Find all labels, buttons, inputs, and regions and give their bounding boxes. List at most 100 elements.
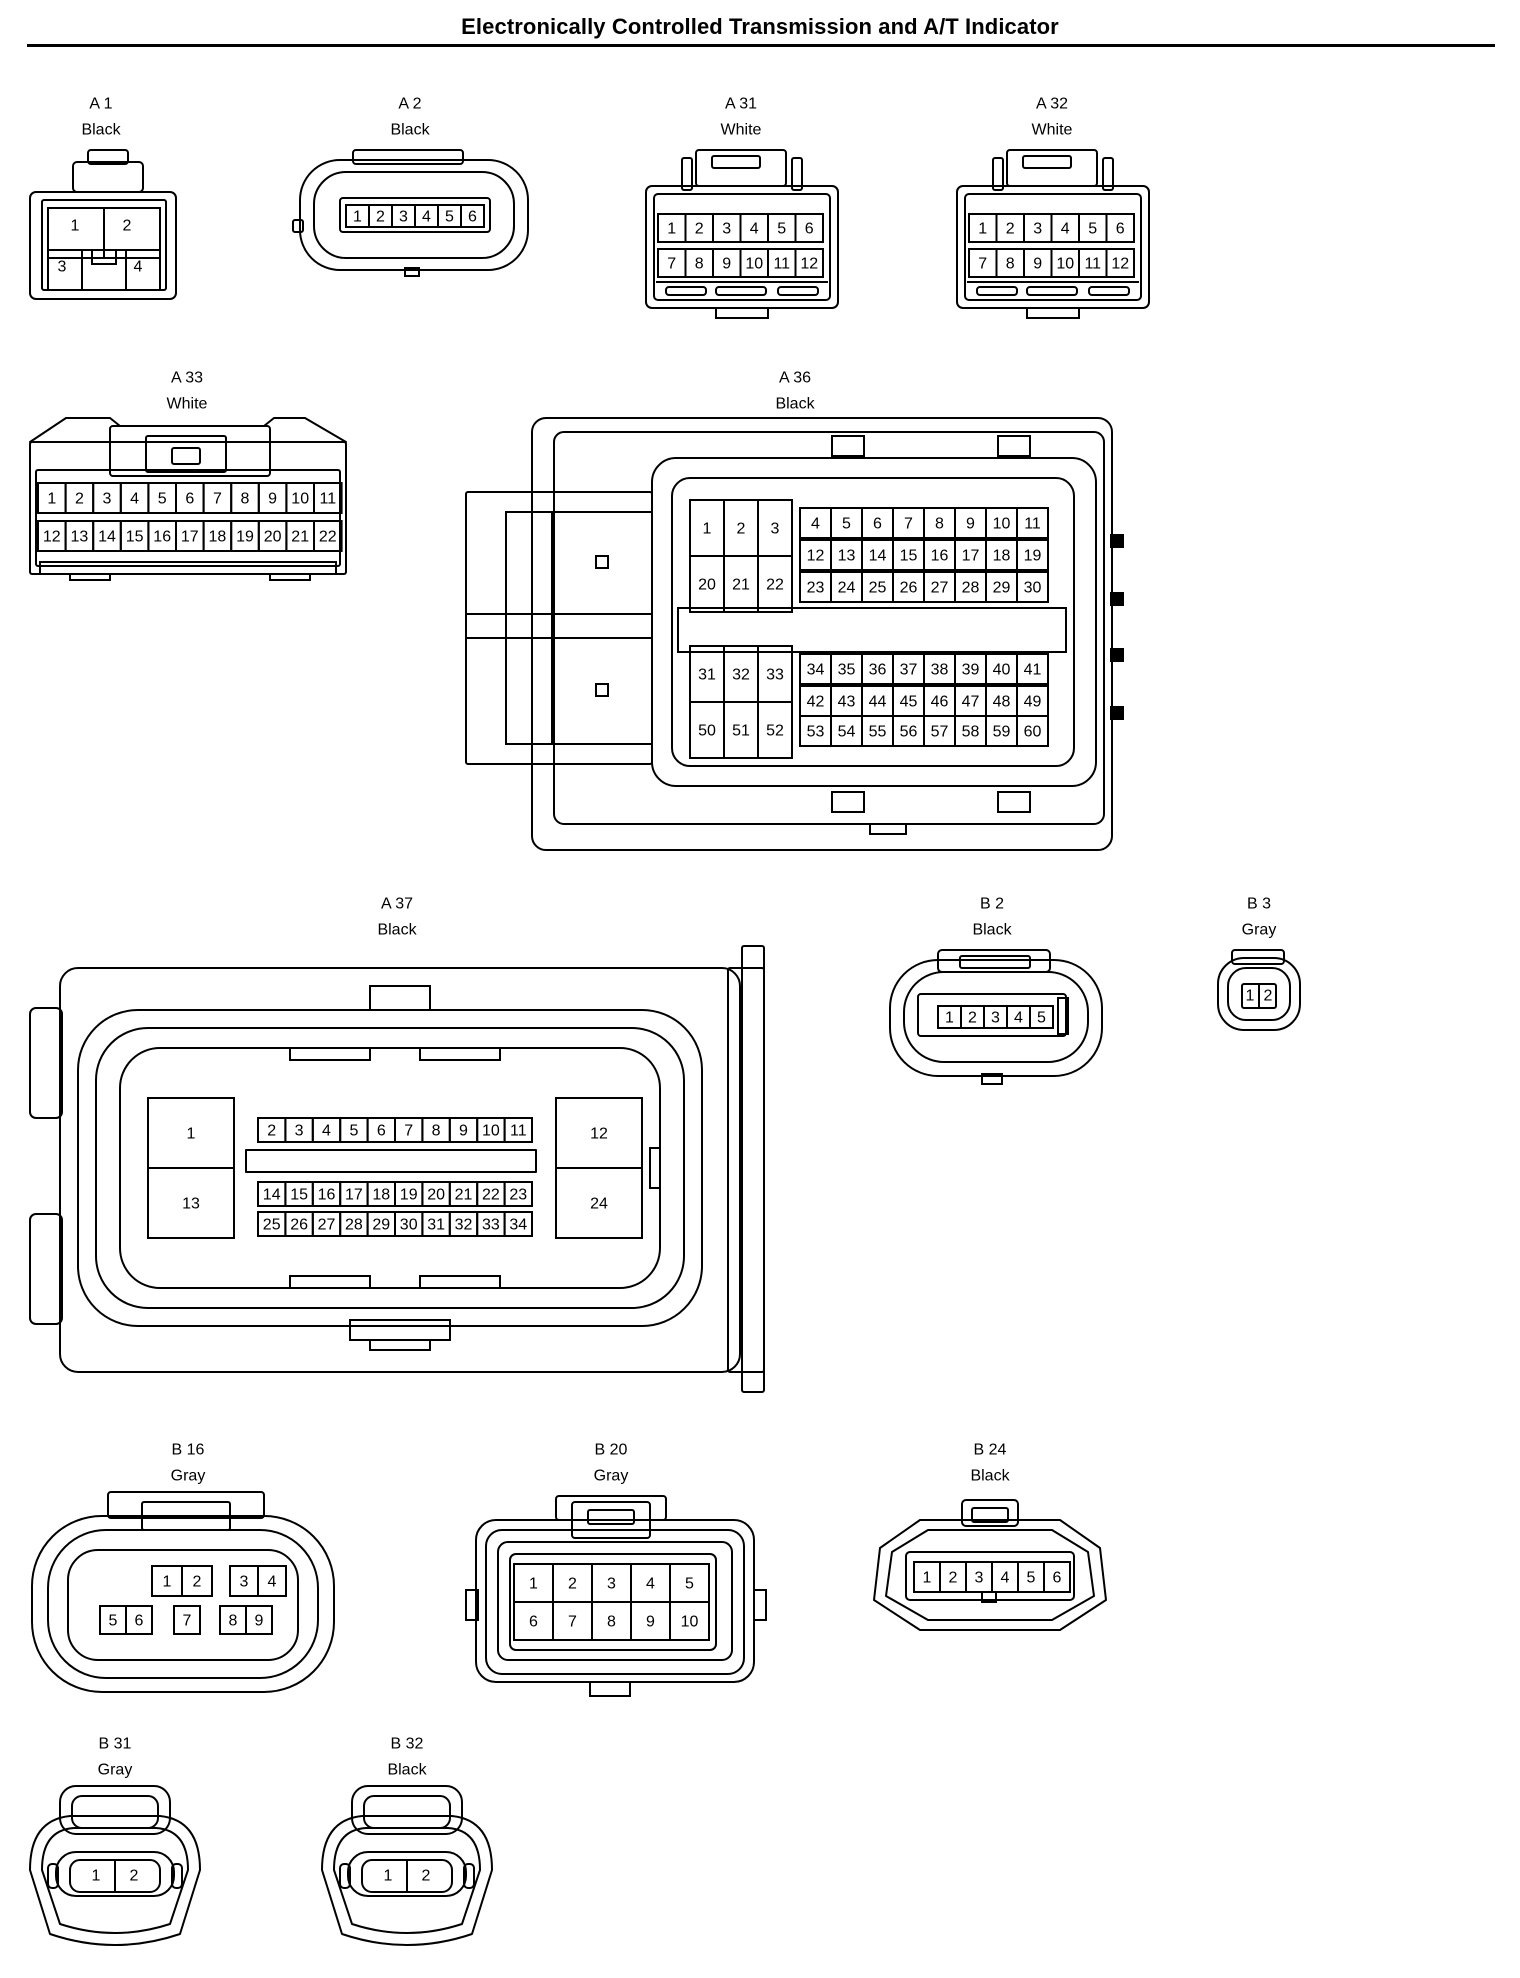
pin-label: 19: [1024, 548, 1042, 565]
pin-label: 34: [807, 662, 825, 679]
pin-label: 37: [900, 662, 918, 679]
pin-label: 2: [737, 521, 746, 538]
pin-label: 26: [290, 1217, 308, 1234]
pin-label: 8: [432, 1123, 441, 1140]
pin-label: 12: [590, 1126, 608, 1143]
pin-label: 26: [900, 580, 918, 597]
pin-label: 6: [873, 516, 882, 533]
connector-color-label: White: [1032, 122, 1073, 139]
pin-label: 15: [290, 1187, 308, 1204]
pin-label: 2: [1006, 221, 1015, 238]
pin-label: 44: [869, 694, 887, 711]
pin-label: 2: [123, 218, 132, 235]
pin-label: 10: [291, 491, 309, 508]
title-rule: [27, 44, 1495, 47]
pin-label: 32: [455, 1217, 473, 1234]
pin-label: 8: [229, 1613, 238, 1630]
connector-color-label: Black: [377, 922, 417, 939]
connector-name-label: A 31: [725, 96, 757, 113]
pin-label: 40: [993, 662, 1011, 679]
pin-label: 36: [869, 662, 887, 679]
pin-label: 2: [422, 1868, 431, 1885]
pin-label: 1: [667, 221, 676, 238]
connector-color-label: Black: [972, 922, 1012, 939]
pin-label: 42: [807, 694, 825, 711]
pin-label: 11: [773, 256, 790, 273]
pin-label: 1: [187, 1126, 196, 1143]
pin-label: 24: [838, 580, 856, 597]
pin-label: 10: [993, 516, 1011, 533]
pin-label: 1: [353, 209, 362, 226]
pin-label: 17: [181, 529, 199, 546]
pin-label: 4: [750, 221, 759, 238]
pin-label: 5: [685, 1576, 694, 1593]
pin-label: 4: [1001, 1570, 1010, 1587]
pin-label: 23: [807, 580, 825, 597]
connector-color-label: Black: [390, 122, 430, 139]
pin-label: 20: [698, 577, 716, 594]
pin-label: 20: [427, 1187, 445, 1204]
pin-label: 12: [800, 256, 818, 273]
connector-color-label: Black: [81, 122, 121, 139]
pin-label: 4: [322, 1123, 331, 1140]
pin-label: 48: [993, 694, 1011, 711]
connector-color-label: Gray: [98, 1762, 133, 1779]
pin-label: 7: [904, 516, 913, 533]
pin-label: 43: [838, 694, 856, 711]
pin-label: 10: [745, 256, 763, 273]
pin-label: 18: [993, 548, 1011, 565]
pin-label: 21: [455, 1187, 473, 1204]
pin-label: 58: [962, 724, 980, 741]
pin-label: 9: [646, 1614, 655, 1631]
pin-label: 9: [255, 1613, 264, 1630]
pin-label: 22: [766, 577, 784, 594]
pin-label: 6: [1053, 1570, 1062, 1587]
pin-label: 3: [771, 521, 780, 538]
pin-label: 5: [842, 516, 851, 533]
pin-label: 16: [318, 1187, 336, 1204]
connector-color-label: White: [721, 122, 762, 139]
pin-label: 3: [103, 491, 112, 508]
pin-label: 19: [400, 1187, 418, 1204]
pin-label: 4: [130, 491, 139, 508]
pin-label: 8: [607, 1614, 616, 1631]
pin-label: 13: [182, 1196, 200, 1213]
pin-label: 29: [372, 1217, 390, 1234]
pin-label: 21: [732, 577, 750, 594]
pin-label: 45: [900, 694, 918, 711]
pin-label: 31: [698, 667, 716, 684]
pin-label: 4: [134, 259, 143, 276]
pin-label: 27: [931, 580, 949, 597]
pin-label: 4: [811, 516, 820, 533]
pin-label: 47: [962, 694, 980, 711]
pin-label: 3: [607, 1576, 616, 1593]
pin-label: 6: [805, 221, 814, 238]
pin-label: 4: [422, 209, 431, 226]
pin-label: 2: [376, 209, 385, 226]
pin-label: 7: [213, 491, 222, 508]
pin-label: 3: [1033, 221, 1042, 238]
pin-label: 30: [400, 1217, 418, 1234]
pin-label: 7: [568, 1614, 577, 1631]
pin-label: 33: [766, 667, 784, 684]
pin-label: 20: [264, 529, 282, 546]
connector-name-label: B 24: [974, 1442, 1007, 1459]
pin-label: 55: [869, 724, 887, 741]
pin-label: 22: [482, 1187, 500, 1204]
pin-label: 1: [923, 1570, 932, 1587]
pin-label: 13: [71, 529, 89, 546]
pin-label: 1: [163, 1574, 172, 1591]
connector-name-label: A 36: [779, 370, 811, 387]
pin-label: 51: [732, 723, 750, 740]
pin-label: 6: [377, 1123, 386, 1140]
pin-label: 2: [568, 1576, 577, 1593]
connector-name-label: A 2: [398, 96, 421, 113]
pin-label: 5: [109, 1613, 118, 1630]
